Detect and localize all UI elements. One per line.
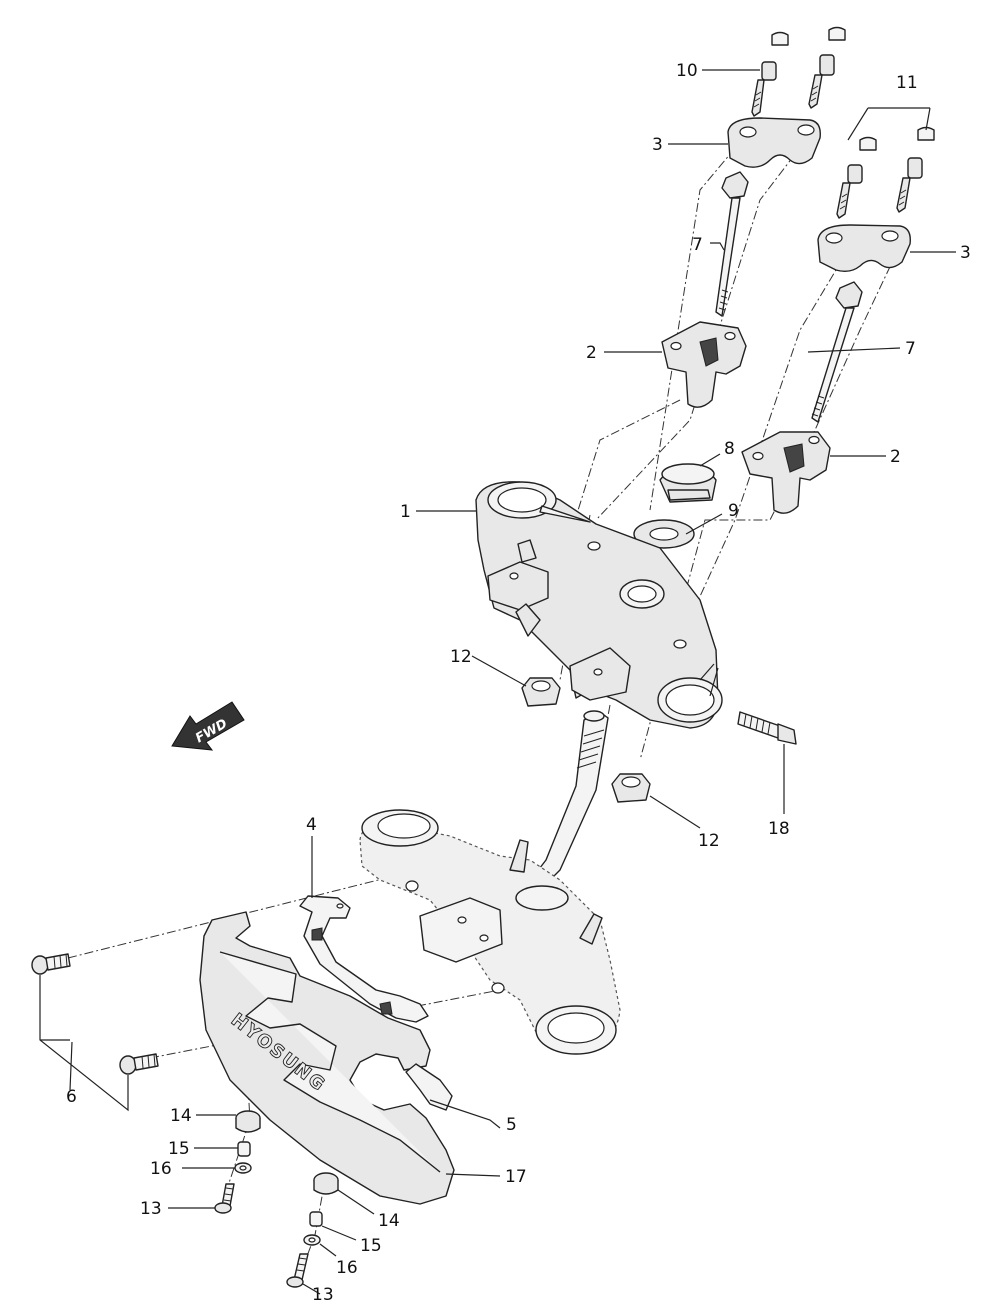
callout-16-right: 16 <box>336 1258 358 1278</box>
callout-11: 11 <box>896 73 918 93</box>
washer-right <box>303 1234 321 1246</box>
riser-right <box>741 431 831 514</box>
steering-stem <box>525 710 609 891</box>
callout-6: 6 <box>66 1087 77 1107</box>
collar-right <box>309 1211 323 1227</box>
callout-5: 5 <box>506 1115 517 1135</box>
callout-17: 17 <box>505 1167 527 1187</box>
callout-16-left: 16 <box>150 1159 172 1179</box>
grommet-right <box>313 1172 339 1195</box>
callout-15-left: 15 <box>168 1139 190 1159</box>
assembly-lines <box>67 120 906 1281</box>
callout-7-left: 7 <box>692 235 703 255</box>
clamp-bolt-right-a <box>836 136 877 219</box>
grommet-left <box>235 1110 261 1133</box>
leader-lines <box>39 69 956 1295</box>
forward-direction-arrow: FWD <box>171 701 245 751</box>
collar-left <box>237 1141 251 1157</box>
lower-triple-clamp <box>359 809 621 1055</box>
upper-triple-clamp <box>475 481 723 729</box>
callout-labels: 10 11 3 3 7 7 2 2 8 9 1 12 12 18 4 6 5 1… <box>66 61 971 1305</box>
callout-9: 9 <box>728 501 739 521</box>
top-cover: HYOSUNG <box>199 911 455 1205</box>
cover-screw-upper <box>31 953 71 975</box>
callout-12-upper: 12 <box>450 647 472 667</box>
callout-3-right: 3 <box>960 243 971 263</box>
callout-2-left: 2 <box>586 343 597 363</box>
callout-12-lower: 12 <box>698 831 720 851</box>
callout-10: 10 <box>676 61 698 81</box>
clamp-bolt-right-b <box>896 126 935 213</box>
callout-14-right: 14 <box>378 1211 400 1231</box>
upper-clamp-right <box>817 224 911 273</box>
callout-14-left: 14 <box>170 1106 192 1126</box>
stem-nut <box>659 463 717 503</box>
cover-bracket <box>299 895 429 1023</box>
clamp-bolt-right <box>808 26 846 109</box>
callout-13-right: 13 <box>312 1285 334 1305</box>
cover-screw-lower <box>119 1053 159 1075</box>
callout-15-right: 15 <box>360 1236 382 1256</box>
callout-4: 4 <box>306 815 317 835</box>
pinch-bolt <box>737 711 797 745</box>
callout-2-right: 2 <box>890 447 901 467</box>
callout-1: 1 <box>400 502 411 522</box>
stem-washer <box>633 519 695 549</box>
clamp-bolt-left <box>751 31 789 117</box>
callout-13-left: 13 <box>140 1199 162 1219</box>
screw-right <box>286 1253 309 1288</box>
callout-7-right: 7 <box>905 339 916 359</box>
callout-8: 8 <box>724 439 735 459</box>
screw-left <box>214 1183 235 1214</box>
riser-left <box>661 321 747 408</box>
stud-bolt-right <box>811 281 863 423</box>
callout-18: 18 <box>768 819 790 839</box>
handlebar-clamp-right <box>741 126 935 514</box>
flange-nut-lower <box>611 773 651 803</box>
stud-bolt-left <box>715 171 749 317</box>
washer-left <box>234 1162 252 1174</box>
callout-3-left: 3 <box>652 135 663 155</box>
handlebar-clamp-left <box>661 26 846 408</box>
flange-nut-upper <box>521 677 561 707</box>
